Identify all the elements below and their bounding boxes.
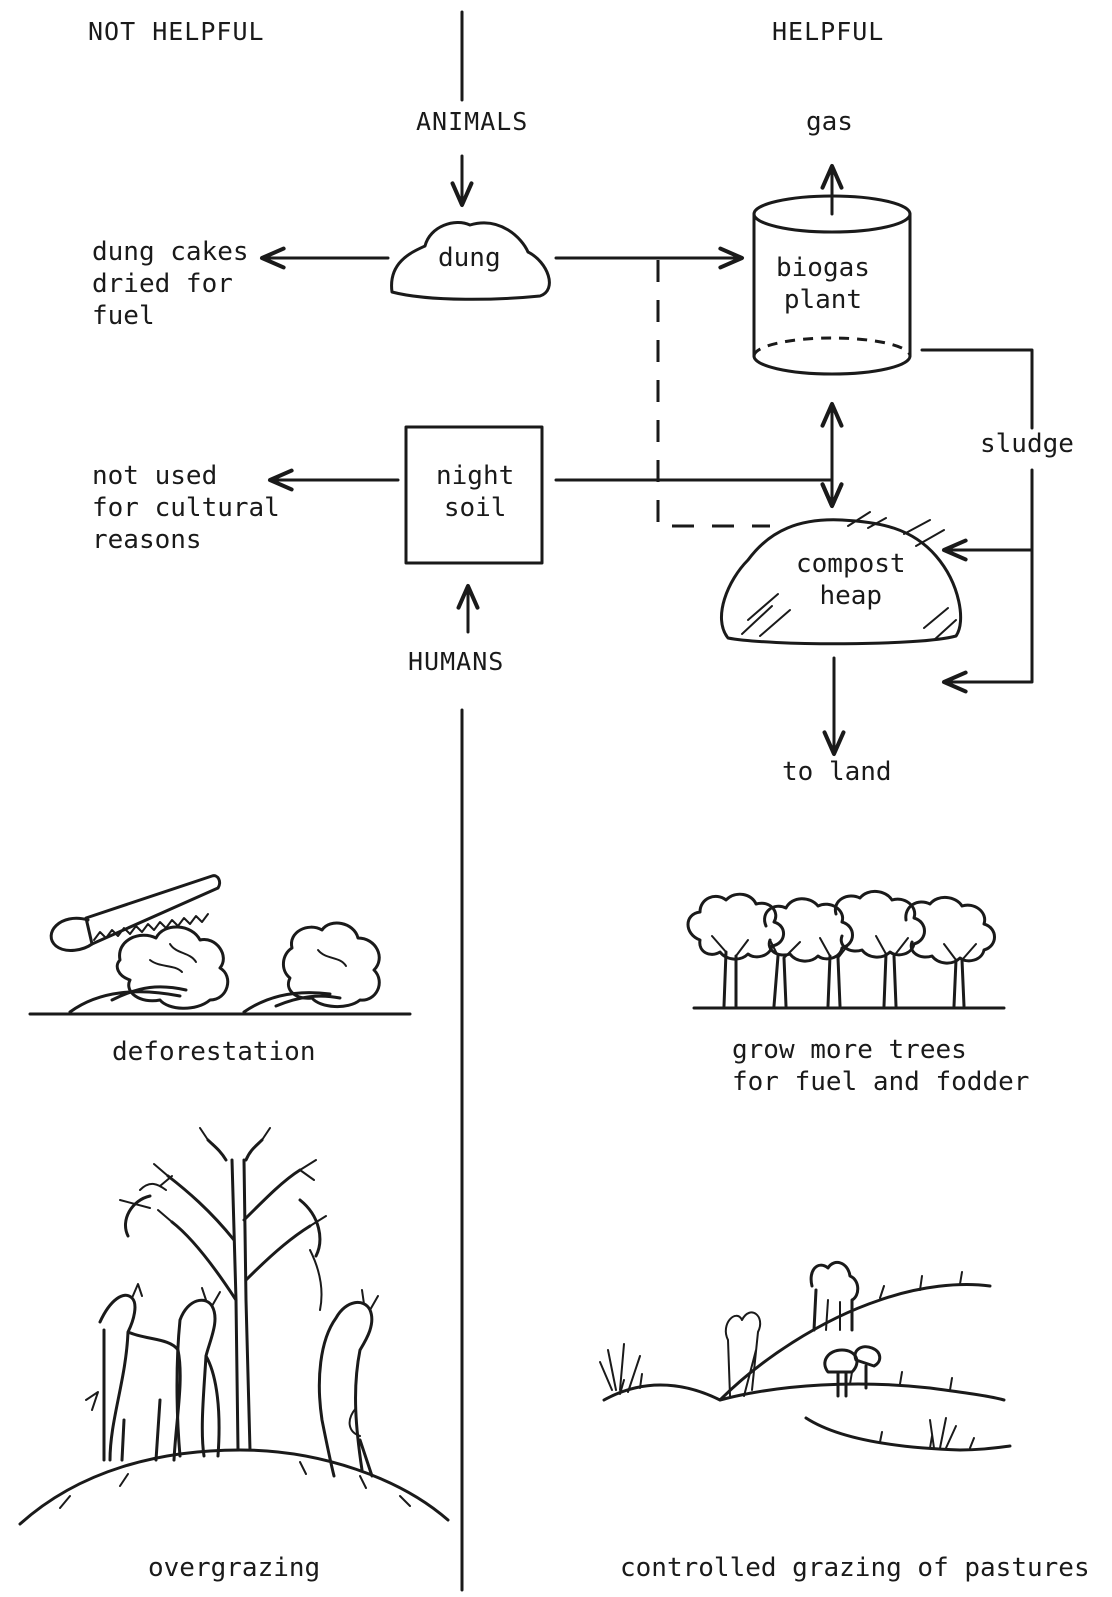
sludge-line-lower <box>944 470 1032 682</box>
caption-grow-trees: grow more trees for fuel and fodder <box>732 1034 1029 1098</box>
controlled-grazing-illustration <box>600 1262 1010 1450</box>
header-not-helpful: NOT HELPFUL <box>88 16 265 48</box>
label-gas: gas <box>806 106 853 138</box>
trees-illustration <box>688 891 1004 1008</box>
deforestation-illustration <box>30 876 410 1014</box>
arrow-night-soil-to-compost <box>556 480 832 506</box>
label-sludge: sludge <box>980 428 1074 460</box>
label-night-soil: night soil <box>436 460 514 524</box>
caption-deforestation: deforestation <box>112 1036 316 1068</box>
label-dung: dung <box>438 242 501 274</box>
label-humans: HUMANS <box>408 646 504 678</box>
label-compost-heap: compost heap <box>796 548 906 612</box>
sludge-line <box>922 350 1032 428</box>
label-dung-cakes: dung cakes dried for fuel <box>92 236 249 332</box>
header-helpful: HELPFUL <box>772 16 884 48</box>
caption-controlled-grazing: controlled grazing of pastures <box>620 1552 1090 1584</box>
label-to-land: to land <box>782 756 892 788</box>
overgrazing-illustration <box>20 1128 448 1524</box>
label-not-used: not used for cultural reasons <box>92 460 280 556</box>
label-biogas-plant: biogas plant <box>776 252 870 316</box>
label-animals: ANIMALS <box>416 106 528 138</box>
caption-overgrazing: overgrazing <box>148 1552 320 1584</box>
